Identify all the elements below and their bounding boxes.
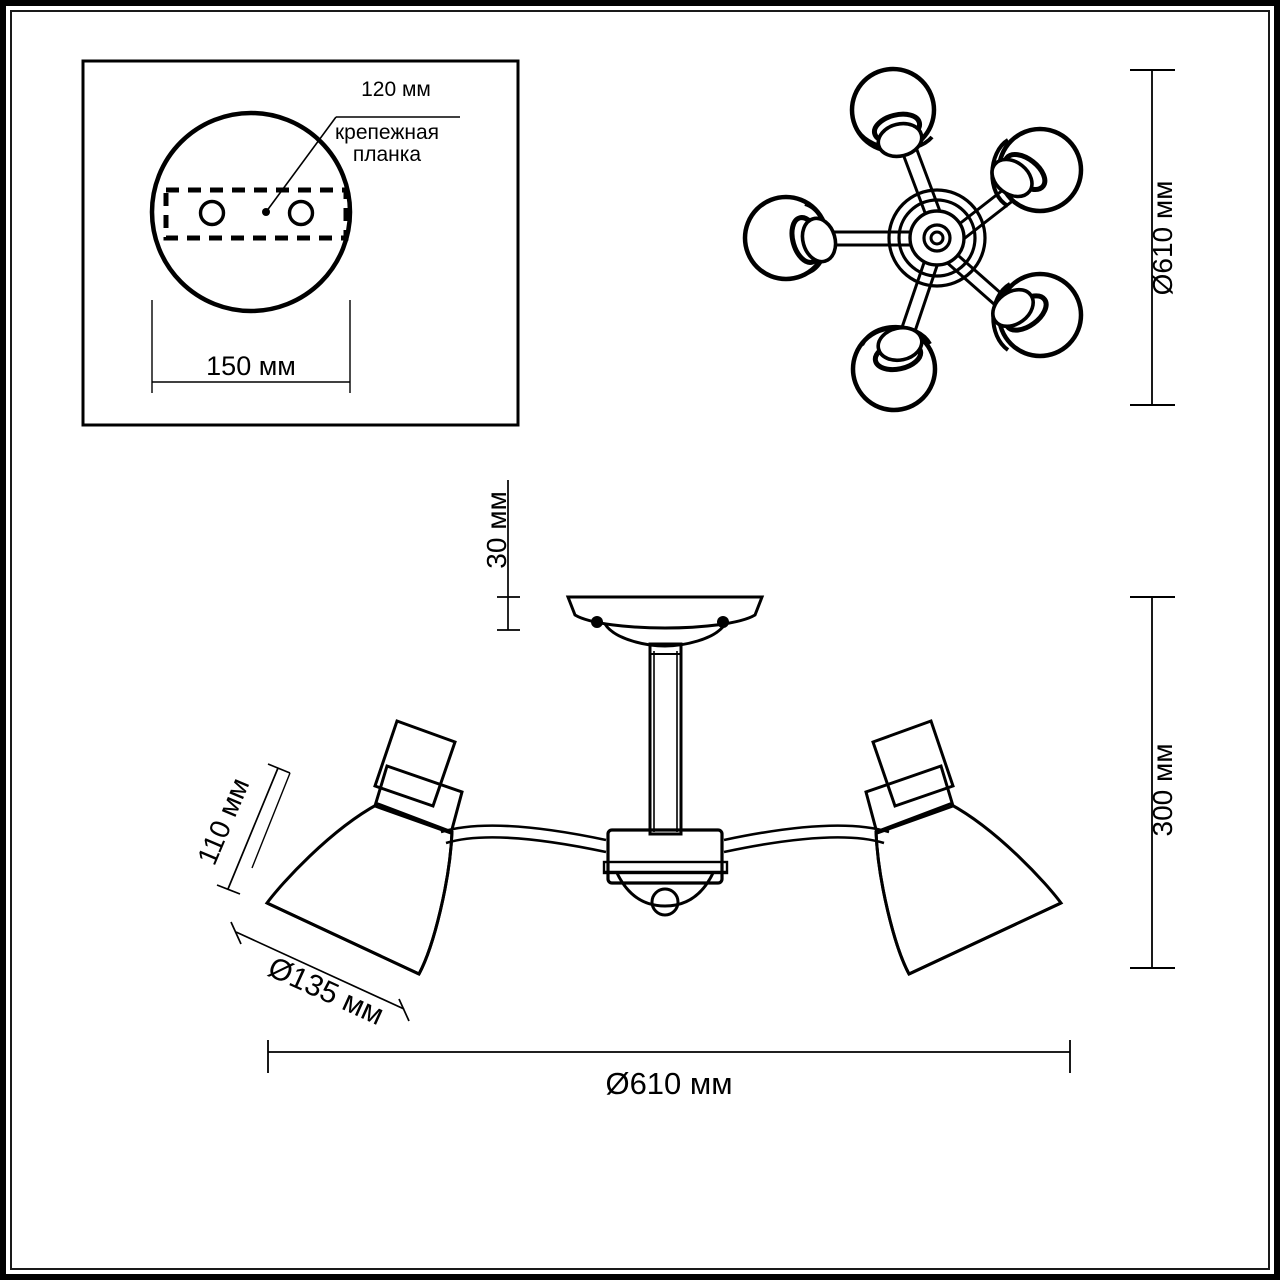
- front-view-body: [602, 828, 729, 917]
- dim-300mm: 300 мм: [1130, 596, 1178, 969]
- top-view-hub: [887, 188, 987, 288]
- dim-110mm-label: 110 мм: [191, 773, 255, 869]
- dim-120mm: 120 мм: [361, 78, 431, 101]
- dim-135mm-label: Ø135 мм: [263, 951, 389, 1032]
- dim-150mm-label: 150 мм: [206, 351, 296, 381]
- top-view-lamp: [742, 66, 1084, 413]
- dim-120mm-label: 120 мм: [361, 78, 431, 101]
- dim-bottom-diameter: Ø610 мм: [267, 1040, 1071, 1101]
- mounting-plate-dashed-rect: [163, 187, 349, 241]
- top-view-lamp-head-4: [850, 324, 938, 413]
- callout-text: крепежная планка: [335, 121, 439, 166]
- canopy-circle: [149, 110, 353, 314]
- callout-line2: планка: [353, 143, 422, 166]
- dim-300mm-label: 300 мм: [1147, 744, 1178, 837]
- top-view-lamp-head-5: [991, 271, 1084, 359]
- dim-top-diameter: Ø610 мм: [1130, 69, 1178, 406]
- dim-135mm: Ø135 мм: [230, 921, 410, 1032]
- inner-border: [10, 10, 1270, 1270]
- callout-line1: крепежная: [335, 121, 439, 144]
- top-view-lamp-head-2: [990, 126, 1084, 214]
- top-view-lamp-head-1: [849, 66, 937, 159]
- dim-top-diameter-label: Ø610 мм: [1147, 181, 1178, 296]
- dim-bottom-diameter-label: Ø610 мм: [605, 1066, 732, 1101]
- dim-30mm: 30 мм: [481, 480, 520, 631]
- top-view-lamp-head-3: [742, 194, 838, 282]
- front-view-shade-right: [864, 719, 1064, 976]
- front-view-shade-left: [264, 719, 464, 976]
- dim-110mm: 110 мм: [191, 763, 291, 895]
- inset-detail-box: [81, 59, 520, 427]
- front-view-canopy: [565, 595, 765, 648]
- callout-leader: [262, 116, 460, 216]
- mounting-hole-right: [287, 199, 315, 227]
- dim-150mm: 150 мм: [151, 300, 351, 393]
- mounting-hole-left: [198, 199, 226, 227]
- front-view-stem: [648, 642, 683, 836]
- dim-30mm-label: 30 мм: [481, 491, 512, 568]
